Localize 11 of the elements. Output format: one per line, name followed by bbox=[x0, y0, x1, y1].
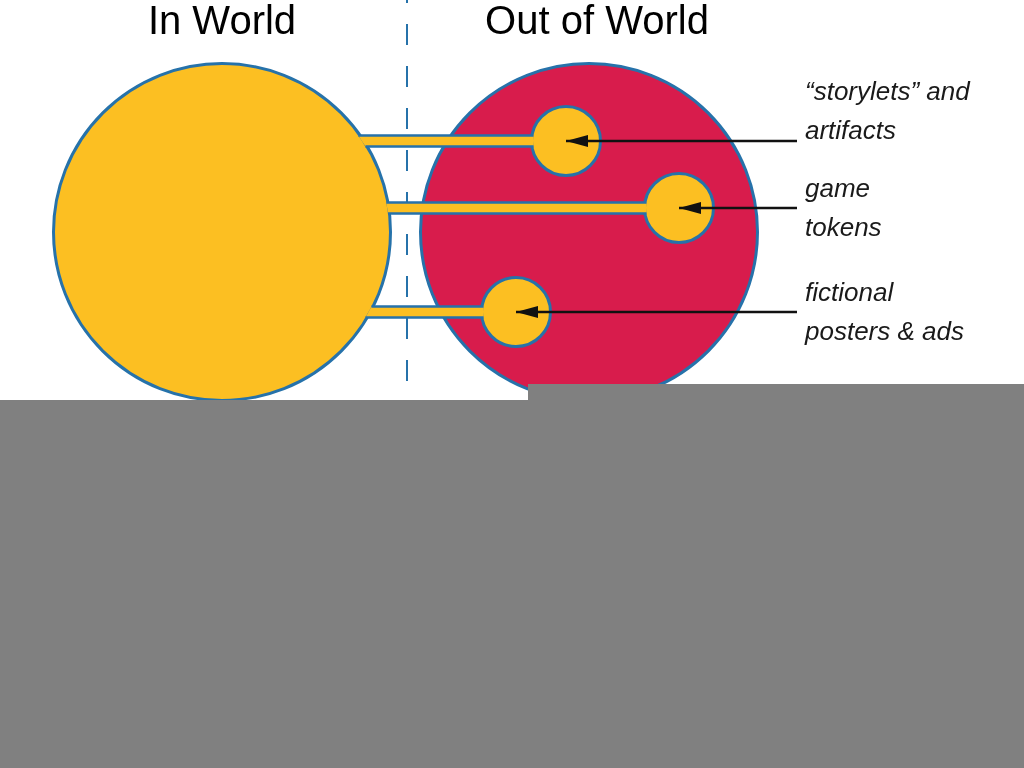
leader-arrow bbox=[516, 306, 797, 318]
leader-arrow bbox=[679, 202, 797, 214]
column-heading: In World bbox=[147, 0, 297, 40]
connecting-tube bbox=[356, 134, 535, 148]
connecting-tube bbox=[363, 305, 485, 319]
connecting-tube bbox=[384, 201, 648, 215]
callout-text: fictional posters & ads bbox=[805, 273, 975, 351]
column-heading: Out of World bbox=[485, 0, 709, 40]
leader-arrow bbox=[566, 135, 797, 147]
callout-text: “storylets” and artifacts bbox=[805, 72, 983, 150]
callout-text: game tokens bbox=[805, 169, 893, 247]
